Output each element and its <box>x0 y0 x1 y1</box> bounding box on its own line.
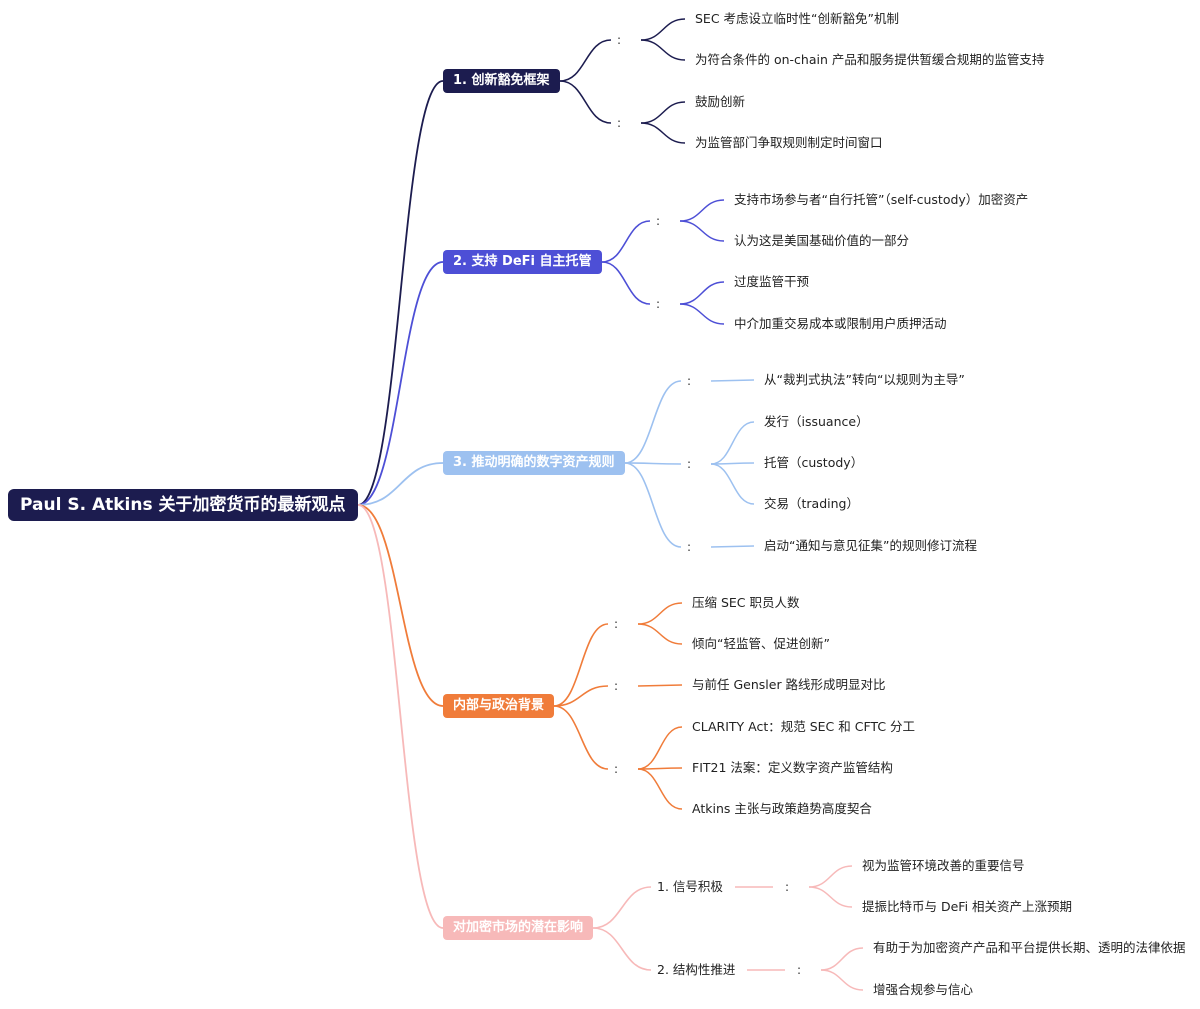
group-leaf-line <box>679 281 725 305</box>
branch-group-line <box>553 623 609 707</box>
leaf-item: 认为这是美国基础价值的一部分 <box>734 233 910 248</box>
leaf-item: 有助于为加密资产产品和平台提供长期、透明的法律依据 <box>873 940 1186 955</box>
branch-group-line <box>553 685 609 707</box>
group-colon: : <box>687 457 692 471</box>
branch-group-line <box>559 39 612 82</box>
group-leaf-line <box>808 886 853 908</box>
branch-defi-self-custody[interactable]: 2. 支持 DeFi 自主托管 <box>443 250 602 274</box>
group-leaf-line <box>710 421 755 465</box>
branch-sub-line <box>592 886 652 929</box>
group-colon: : <box>785 880 790 894</box>
branch-sub-line <box>592 927 652 971</box>
leaf-item: 发行（issuance） <box>764 414 869 429</box>
leaf-item: Atkins 主张与政策趋势高度契合 <box>692 801 872 816</box>
branch-innovation-exemption[interactable]: 1. 创新豁免框架 <box>443 69 560 93</box>
group-colon: : <box>614 762 619 776</box>
group-colon: : <box>797 963 802 977</box>
leaf-item: 视为监管环境改善的重要信号 <box>862 858 1025 873</box>
leaf-item: 压缩 SEC 职员人数 <box>692 595 800 610</box>
root-branch-line <box>357 261 444 506</box>
root-node[interactable]: Paul S. Atkins 关于加密货币的最新观点 <box>8 489 358 521</box>
group-leaf-line <box>640 39 686 61</box>
group-leaf-line <box>640 18 686 41</box>
branch-group-line <box>601 261 651 305</box>
group-colon: : <box>617 33 622 47</box>
leaf-item: 为符合条件的 on-chain 产品和服务提供暂缓合规期的监管支持 <box>695 52 1045 67</box>
root-branch-line <box>357 504 444 929</box>
group-leaf-line <box>710 545 755 548</box>
group-colon: : <box>687 374 692 388</box>
root-branch-line <box>357 80 444 506</box>
group-leaf-line <box>637 623 683 645</box>
sub-topic: 2. 结构性推进 <box>657 962 736 977</box>
group-leaf-line <box>808 865 853 888</box>
branch-digital-asset-rules[interactable]: 3. 推动明确的数字资产规则 <box>443 451 625 475</box>
branch-group-line <box>624 380 682 464</box>
group-leaf-line <box>710 379 755 382</box>
leaf-item: 托管（custody） <box>764 455 864 470</box>
leaf-item: 支持市场参与者“自行托管”（self-custody）加密资产 <box>734 192 1029 207</box>
group-leaf-line <box>679 303 725 325</box>
group-leaf-line <box>679 199 725 222</box>
leaf-item: CLARITY Act：规范 SEC 和 CFTC 分工 <box>692 719 916 734</box>
group-leaf-line <box>637 684 683 687</box>
group-leaf-line <box>710 463 755 505</box>
leaf-item: 中介加重交易成本或限制用户质押活动 <box>734 316 947 331</box>
group-colon: : <box>687 540 692 554</box>
root-branch-line <box>357 504 444 707</box>
group-colon: : <box>617 116 622 130</box>
leaf-item: 增强合规参与信心 <box>873 982 974 997</box>
group-leaf-line <box>637 768 683 810</box>
group-leaf-line <box>640 122 686 144</box>
leaf-item: 与前任 Gensler 路线形成明显对比 <box>692 677 886 692</box>
sub-topic: 1. 信号积极 <box>657 879 723 894</box>
group-leaf-line <box>820 969 864 991</box>
root-branch-line <box>357 462 444 506</box>
leaf-item: 为监管部门争取规则制定时间窗口 <box>695 135 883 150</box>
group-colon: : <box>656 297 661 311</box>
branch-group-line <box>624 462 682 548</box>
leaf-item: 从“裁判式执法”转向“以规则为主导” <box>764 372 965 387</box>
leaf-item: 鼓励创新 <box>695 94 746 109</box>
group-colon: : <box>614 679 619 693</box>
branch-market-impact[interactable]: 对加密市场的潜在影响 <box>443 916 594 940</box>
leaf-item: 倾向“轻监管、促进创新” <box>692 636 830 651</box>
group-leaf-line <box>640 101 686 124</box>
branch-group-line <box>624 462 682 465</box>
leaf-item: 提振比特币与 DeFi 相关资产上涨预期 <box>862 899 1073 914</box>
branch-group-line <box>559 80 612 124</box>
group-colon: : <box>614 617 619 631</box>
group-leaf-line <box>637 726 683 770</box>
group-colon: : <box>656 214 661 228</box>
branch-political-background[interactable]: 内部与政治背景 <box>443 694 555 718</box>
branch-group-line <box>601 220 651 263</box>
branch-group-line <box>553 705 609 770</box>
group-leaf-line <box>637 602 683 625</box>
leaf-item: 过度监管干预 <box>734 274 810 289</box>
group-leaf-line <box>820 947 864 971</box>
leaf-item: 交易（trading） <box>764 496 859 511</box>
leaf-item: SEC 考虑设立临时性“创新豁免”机制 <box>695 11 899 26</box>
leaf-item: 启动“通知与意见征集”的规则修订流程 <box>764 538 977 553</box>
leaf-item: FIT21 法案：定义数字资产监管结构 <box>692 760 893 775</box>
group-leaf-line <box>679 220 725 242</box>
